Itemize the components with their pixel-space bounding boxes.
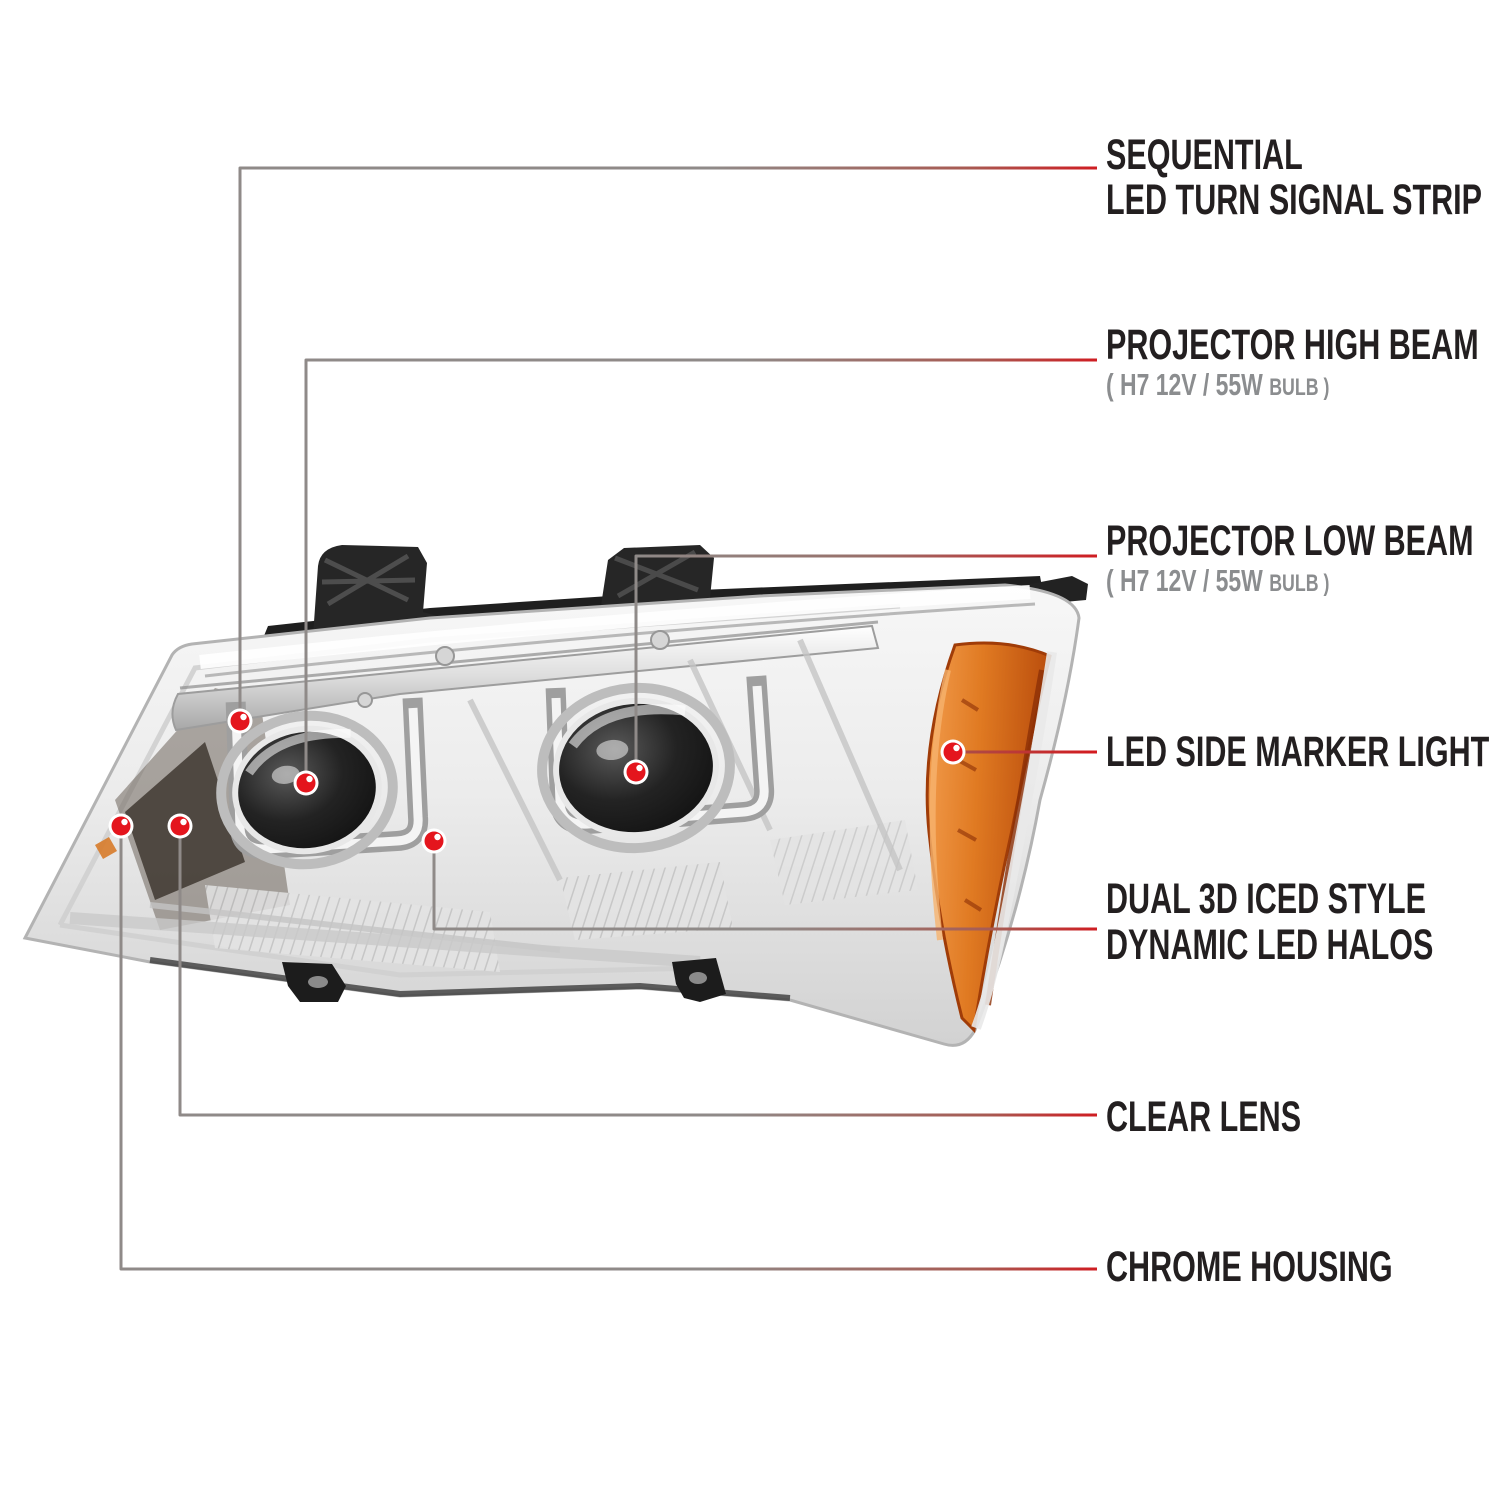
callout-spec-low-beam: ( H7 12V / 55W BULB ) bbox=[1106, 565, 1329, 596]
callout-line-sequential bbox=[238, 166, 1097, 721]
callout-label-halos-line2: DYNAMIC LED HALOS bbox=[1106, 921, 1434, 969]
callout-line-chrome-housing bbox=[119, 826, 1097, 1271]
callout-dot-low-beam bbox=[623, 759, 649, 785]
callout-label-sequential-line1: SEQUENTIAL bbox=[1106, 131, 1303, 179]
callout-dot-chrome-housing bbox=[108, 813, 134, 839]
callout-line-high-beam bbox=[304, 358, 1097, 783]
callout-dot-side-marker bbox=[940, 739, 966, 765]
callout-line-low-beam bbox=[634, 554, 1097, 772]
amber-side-marker bbox=[925, 641, 1052, 1034]
callout-line-clear-lens bbox=[178, 826, 1097, 1117]
callout-spec-high-beam: ( H7 12V / 55W BULB ) bbox=[1106, 369, 1329, 400]
callout-dots bbox=[108, 708, 966, 854]
callout-dot-halos bbox=[421, 828, 447, 854]
callout-dot-sequential bbox=[227, 708, 253, 734]
headlight-illustration bbox=[22, 545, 1088, 1047]
callout-dot-high-beam bbox=[293, 770, 319, 796]
turn-signal-strip bbox=[171, 620, 880, 732]
callout-label-clear-lens: CLEAR LENS bbox=[1106, 1093, 1302, 1141]
callout-label-high-beam: PROJECTOR HIGH BEAM bbox=[1106, 321, 1479, 369]
screw-icon bbox=[435, 646, 455, 666]
callout-label-low-beam: PROJECTOR LOW BEAM bbox=[1106, 517, 1474, 565]
callout-label-side-marker: LED SIDE MARKER LIGHT bbox=[1106, 728, 1490, 776]
bulb-spec-small: BULB ) bbox=[1269, 570, 1330, 597]
bulb-spec-main: ( H7 12V / 55W bbox=[1106, 563, 1263, 598]
screw-icon bbox=[357, 692, 373, 708]
bulb-spec-small: BULB ) bbox=[1269, 374, 1330, 401]
mounting-foot-right bbox=[672, 958, 726, 1002]
callout-label-chrome-housing: CHROME HOUSING bbox=[1106, 1243, 1393, 1291]
screw-icon bbox=[650, 630, 670, 650]
callout-label-halos-line1: DUAL 3D ICED STYLE bbox=[1106, 875, 1427, 923]
callout-label-sequential-line2: LED TURN SIGNAL STRIP bbox=[1106, 176, 1483, 224]
bulb-spec-main: ( H7 12V / 55W bbox=[1106, 367, 1263, 402]
callout-dot-clear-lens bbox=[167, 813, 193, 839]
mounting-foot-left bbox=[282, 962, 346, 1002]
callout-line-halos bbox=[432, 841, 1097, 931]
